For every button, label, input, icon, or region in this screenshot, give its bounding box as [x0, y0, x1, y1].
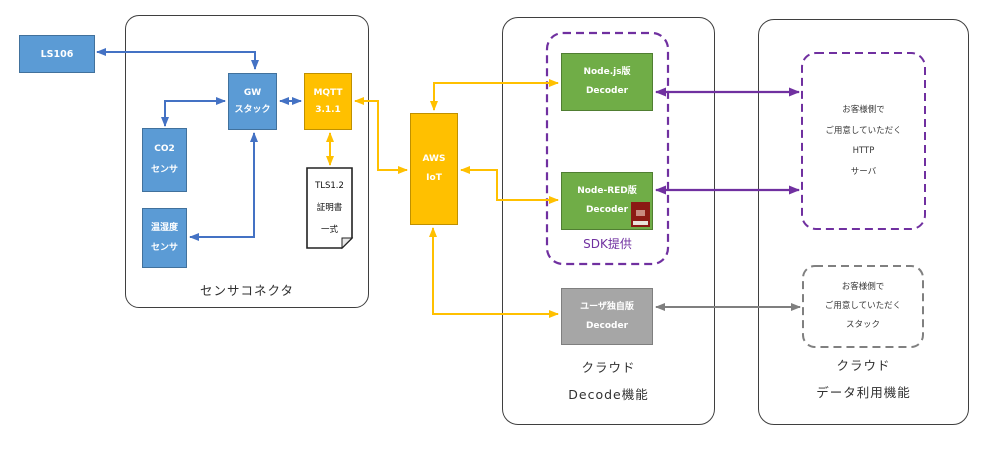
customer-stack-text: お客様側で ご用意していただく スタック — [824, 282, 902, 330]
node-mqtt: MQTT 3.1.1 — [304, 73, 352, 130]
arrow-co2-gw — [161, 97, 226, 127]
sdk-label: SDK提供 — [583, 237, 632, 251]
arrow-awsiot-userdecoder — [429, 227, 559, 318]
node-gw-stack: GW スタック — [228, 73, 277, 130]
cloud-decode-container: クラウド Decode機能 — [502, 17, 715, 425]
tls-cert-document-fold — [341, 237, 354, 250]
cloud-decode-label: クラウド Decode機能 — [568, 360, 649, 402]
node-user-decoder: ユーザ独自版 Decoder — [561, 288, 653, 345]
customer-stack-dashed-box — [802, 265, 924, 348]
node-aws-iot: AWS IoT — [410, 113, 458, 225]
cloud-data-use-container: クラウド データ利用機能 — [758, 19, 969, 425]
http-server-text: お客様側で ご用意していただく HTTP サーバ — [825, 105, 902, 177]
arrow-mqtt-awsiot — [354, 97, 408, 174]
tls-cert-text: TLS1.2 証明書 一式 — [315, 181, 344, 235]
node-ls106: LS106 — [19, 35, 95, 73]
node-temp-humidity-sensor: 温湿度 センサ — [142, 208, 187, 268]
node-co2-sensor: CO2 センサ — [142, 128, 187, 192]
arrow-temphum-gw — [189, 132, 258, 241]
cloud-data-use-label: クラウド データ利用機能 — [816, 358, 911, 400]
node-nodered-decoder: Node-RED版 Decoder — [561, 172, 653, 230]
arrow-ls106-gw — [96, 48, 259, 70]
arrow-awsiot-nodered — [460, 166, 559, 204]
sensor-connector-label: センサコネクタ — [199, 283, 294, 298]
arrow-awsiot-nodejs — [430, 79, 559, 111]
sdk-dashed-box — [545, 31, 670, 266]
node-nodejs-decoder: Node.js版 Decoder — [561, 53, 653, 111]
node-red-logo-icon — [631, 202, 650, 227]
